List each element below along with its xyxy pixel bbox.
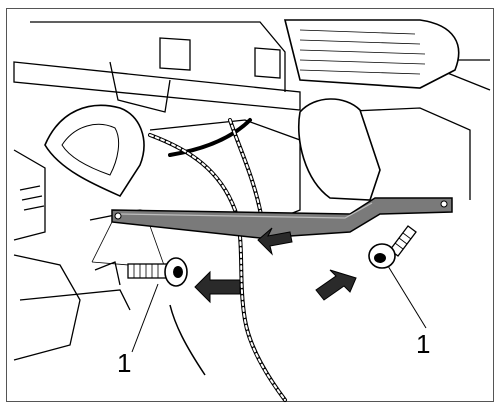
callout-label-right: 1 xyxy=(416,329,431,359)
small-wire xyxy=(169,304,206,376)
arrow-left-bolt xyxy=(194,270,241,304)
callout-leader-right xyxy=(387,265,427,329)
left-duct-housing xyxy=(44,104,145,198)
bolt-left xyxy=(127,257,188,287)
left-duct-inner xyxy=(61,123,120,176)
bolt-right xyxy=(368,225,417,269)
center-duct-housing xyxy=(297,98,381,201)
bracket-highlight xyxy=(119,202,373,219)
wiring-harness-texture xyxy=(149,119,286,401)
callout-label-left: 1 xyxy=(117,348,132,378)
guide-lines xyxy=(91,221,166,269)
callout-leader-left xyxy=(131,283,159,353)
arrow-bracket xyxy=(257,227,293,256)
bracket-hole-left xyxy=(114,212,122,220)
bracket-hole-right xyxy=(440,200,448,208)
arrow-right-bolt xyxy=(315,269,357,301)
cross-support-bracket xyxy=(111,197,453,239)
air-vent-louvers xyxy=(299,29,426,75)
